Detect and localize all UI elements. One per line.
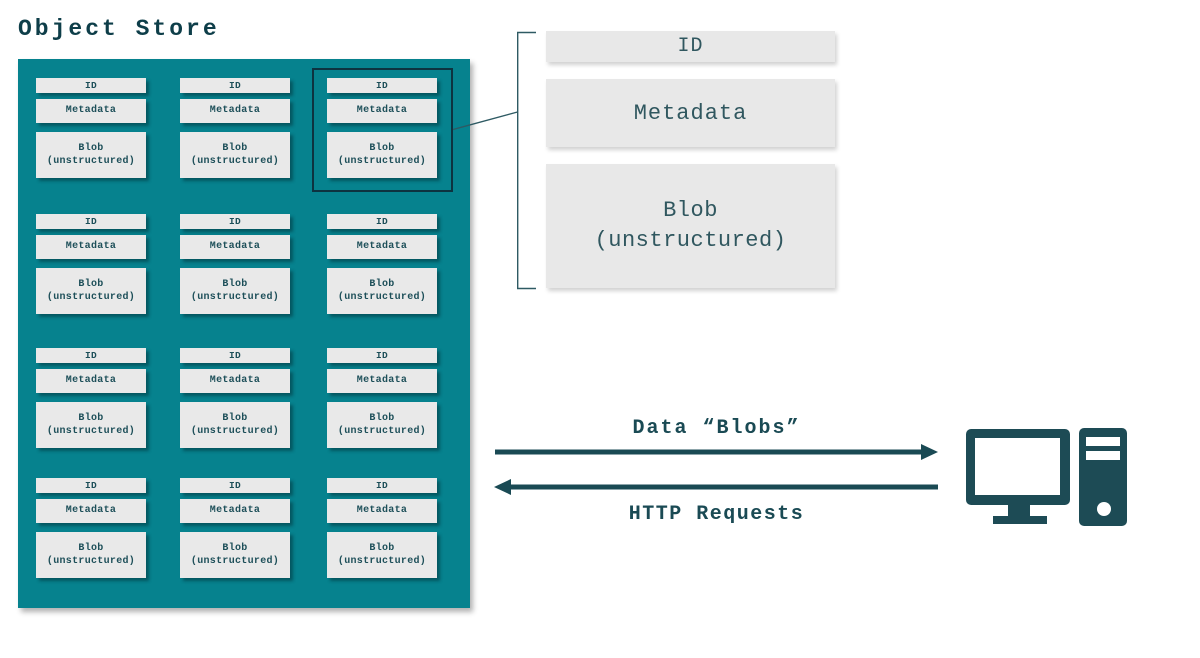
monitor-stand-neck [1008, 505, 1030, 518]
object-blob-box: Blob (unstructured) [36, 268, 146, 314]
data-blobs-label: Data “Blobs” [632, 417, 801, 440]
object-blob-line1: Blob [222, 143, 248, 154]
object-metadata-box: Metadata [327, 499, 437, 523]
object-blob-line2: (unstructured) [46, 556, 136, 567]
detail-bracket [517, 31, 536, 290]
object-metadata-box: Metadata [327, 99, 437, 123]
object-id-box: ID [180, 78, 290, 93]
tower-slot-2 [1086, 451, 1120, 460]
selected-object-outline [312, 68, 453, 192]
object-id-box: ID [36, 478, 146, 493]
object-metadata-box: Metadata [36, 235, 146, 259]
object-metadata-box: Metadata [180, 499, 290, 523]
object-blob-line1: Blob [369, 413, 395, 424]
detail-blob-label-line1: Blob [663, 198, 718, 223]
object-blob-box: Blob (unstructured) [36, 402, 146, 448]
object-id-box: ID [180, 478, 290, 493]
object-blob-line1: Blob [369, 279, 395, 290]
object-blob-box: Blob (unstructured) [180, 268, 290, 314]
object-blob-line1: Blob [369, 143, 395, 154]
object-blob-line1: Blob [78, 543, 104, 554]
object-metadata-box: Metadata [327, 369, 437, 393]
object-metadata-box: Metadata [36, 499, 146, 523]
object-metadata-box: Metadata [180, 235, 290, 259]
detail-metadata-box: Metadata [546, 79, 835, 147]
object-blob-line2: (unstructured) [337, 292, 427, 303]
object-blob-line2: (unstructured) [46, 292, 136, 303]
object-id-box: ID [327, 478, 437, 493]
object-id-box: ID [327, 78, 437, 93]
object-metadata-box: Metadata [36, 369, 146, 393]
http-requests-label: HTTP Requests [628, 503, 805, 526]
object-blob-line1: Blob [78, 143, 104, 154]
object-id-box: ID [36, 348, 146, 363]
object-metadata-box: Metadata [180, 99, 290, 123]
object-id-box: ID [180, 348, 290, 363]
object-id-box: ID [36, 78, 146, 93]
object-blob-line2: (unstructured) [190, 156, 280, 167]
object-id-box: ID [180, 214, 290, 229]
detail-id-label: ID [677, 35, 704, 58]
detail-id-box: ID [546, 31, 835, 62]
monitor-screen [975, 438, 1060, 495]
object-id-box: ID [327, 348, 437, 363]
object-blob-line1: Blob [78, 413, 104, 424]
object-id-box: ID [327, 214, 437, 229]
computer-icon [966, 428, 1127, 526]
data-blobs-arrow [495, 444, 938, 460]
object-blob-line1: Blob [369, 543, 395, 554]
object-blob-line2: (unstructured) [190, 292, 280, 303]
object-id-box: ID [36, 214, 146, 229]
object-blob-box: Blob (unstructured) [327, 532, 437, 578]
object-blob-box: Blob (unstructured) [36, 132, 146, 178]
object-blob-line1: Blob [222, 543, 248, 554]
object-blob-line1: Blob [222, 279, 248, 290]
page-title: Object Store [18, 16, 220, 42]
object-blob-line1: Blob [222, 413, 248, 424]
object-blob-box: Blob (unstructured) [180, 132, 290, 178]
tower-slot-1 [1086, 437, 1120, 446]
detail-blob-label-line2: (unstructured) [594, 228, 787, 253]
object-blob-line2: (unstructured) [190, 426, 280, 437]
tower-power-button [1097, 502, 1111, 516]
object-blob-line2: (unstructured) [190, 556, 280, 567]
object-blob-box: Blob (unstructured) [180, 532, 290, 578]
object-blob-line2: (unstructured) [337, 556, 427, 567]
monitor-stand-base [993, 516, 1047, 524]
object-blob-box: Blob (unstructured) [327, 402, 437, 448]
detail-metadata-label: Metadata [633, 100, 748, 126]
detail-blob-box: Blob (unstructured) [546, 164, 835, 288]
object-metadata-box: Metadata [180, 369, 290, 393]
object-blob-box: Blob (unstructured) [327, 132, 437, 178]
object-blob-box: Blob (unstructured) [327, 268, 437, 314]
object-blob-box: Blob (unstructured) [180, 402, 290, 448]
object-blob-line1: Blob [78, 279, 104, 290]
object-blob-line2: (unstructured) [46, 156, 136, 167]
object-blob-line2: (unstructured) [337, 156, 427, 167]
object-metadata-box: Metadata [327, 235, 437, 259]
object-blob-box: Blob (unstructured) [36, 532, 146, 578]
object-blob-line2: (unstructured) [337, 426, 427, 437]
object-metadata-box: Metadata [36, 99, 146, 123]
object-blob-line2: (unstructured) [46, 426, 136, 437]
http-requests-arrow [494, 479, 938, 495]
